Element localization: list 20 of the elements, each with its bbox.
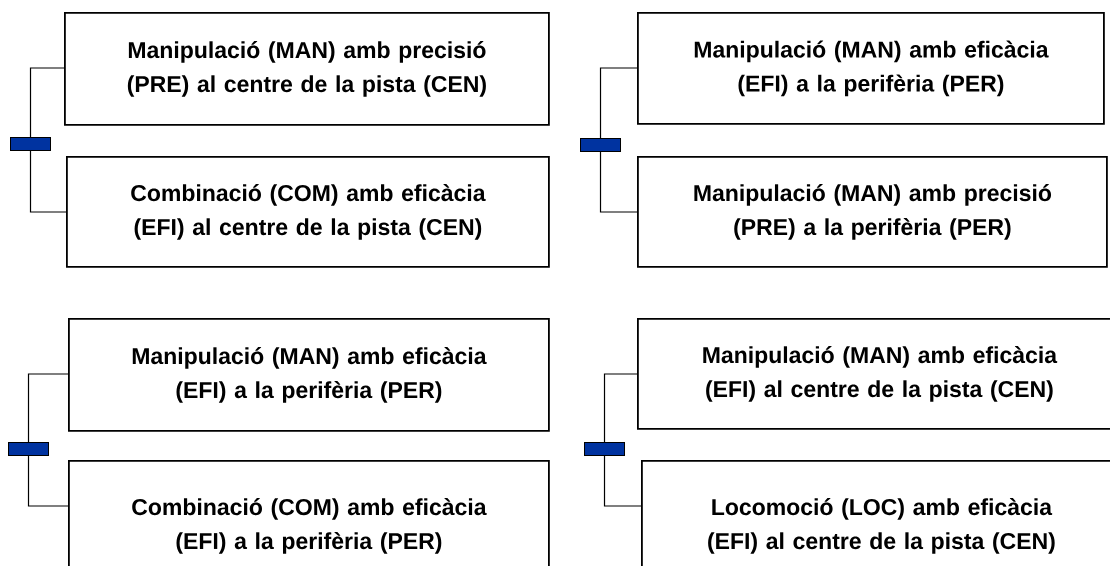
text-box: Manipulació (MAN) amb eficàcia (EFI) al centre de la pista (CEN) bbox=[637, 318, 1110, 430]
bracket-line bbox=[599, 67, 638, 139]
bar-shape bbox=[584, 442, 625, 456]
text-box: Locomoció (LOC) amb eficàcia (EFI) al centre de la pista (CEN) bbox=[641, 460, 1110, 566]
text-box: Combinació (COM) amb eficàcia (EFI) al centre de la pista (CEN) bbox=[66, 156, 550, 268]
bracket-line bbox=[29, 150, 67, 213]
bracket-line bbox=[27, 373, 69, 443]
text-box: Manipulació (MAN) amb eficàcia (EFI) a la perifèria (PER) bbox=[68, 318, 550, 432]
text-box: Manipulació (MAN) amb precisió (PRE) a la perifèria (PER) bbox=[637, 156, 1108, 268]
bar-shape bbox=[10, 137, 51, 151]
bracket-line bbox=[599, 151, 638, 213]
text-box: Manipulació (MAN) amb eficàcia (EFI) a la perifèria (PER) bbox=[637, 12, 1105, 125]
bar-shape bbox=[8, 442, 49, 456]
text-box: Manipulació (MAN) amb precisió (PRE) al centre de la pista (CEN) bbox=[64, 12, 550, 126]
bracket-line bbox=[29, 67, 65, 138]
text-box: Combinació (COM) amb eficàcia (EFI) a la perifèria (PER) bbox=[68, 460, 550, 566]
bar-shape bbox=[580, 138, 621, 152]
bracket-line bbox=[603, 455, 642, 507]
bracket-line bbox=[27, 455, 69, 507]
bracket-line bbox=[603, 373, 638, 443]
